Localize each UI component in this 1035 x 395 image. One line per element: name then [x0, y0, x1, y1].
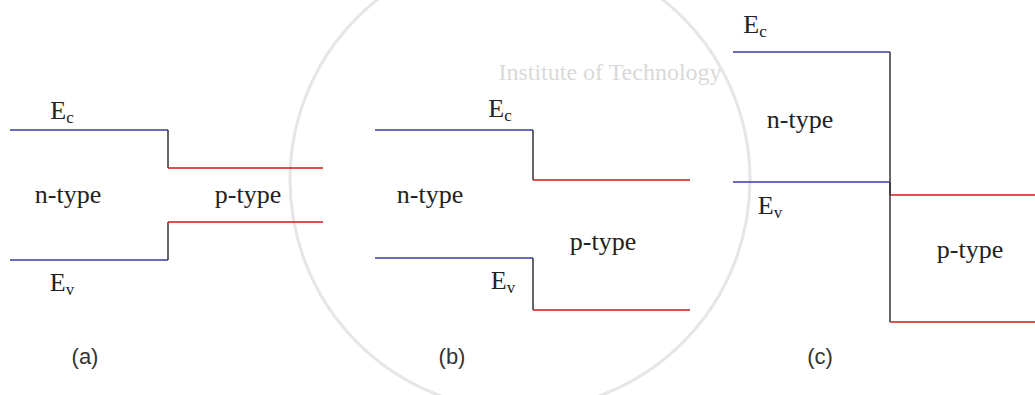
watermark: Institute of Technology	[498, 59, 721, 85]
energy-level-label: Ec	[743, 11, 766, 42]
p-conduction-band	[890, 194, 1035, 196]
material-label: p-type	[937, 236, 1003, 265]
band-offset	[532, 258, 534, 310]
energy-level-label: Ev	[758, 192, 782, 223]
p-valence-band	[168, 221, 323, 223]
energy-level-label: Ec	[488, 95, 511, 126]
energy-level-label: Ev	[491, 267, 515, 298]
n-conduction-band	[733, 51, 890, 53]
n-conduction-band	[10, 129, 168, 131]
p-valence-band	[890, 321, 1035, 323]
n-valence-band	[733, 181, 890, 183]
band-offset	[889, 52, 891, 195]
band-offset	[532, 130, 534, 180]
material-label: n-type	[397, 181, 463, 210]
band-offset	[167, 130, 169, 168]
material-label: n-type	[767, 106, 833, 135]
n-valence-band	[10, 259, 168, 261]
material-label: p-type	[570, 228, 636, 257]
material-label: n-type	[35, 181, 101, 210]
p-conduction-band	[168, 167, 323, 169]
p-valence-band	[533, 309, 690, 311]
energy-level-label: Ec	[50, 97, 73, 128]
band-offset	[167, 222, 169, 260]
figure-caption: (b)	[439, 345, 466, 369]
material-label: p-type	[215, 181, 281, 210]
p-conduction-band	[533, 179, 690, 181]
energy-level-label: Ev	[50, 269, 74, 300]
figure-caption: (c)	[807, 345, 833, 369]
n-conduction-band	[375, 129, 533, 131]
band-offset	[889, 182, 891, 322]
n-valence-band	[375, 257, 533, 259]
figure-caption: (a)	[72, 345, 99, 369]
watermark-seal	[290, 0, 750, 395]
